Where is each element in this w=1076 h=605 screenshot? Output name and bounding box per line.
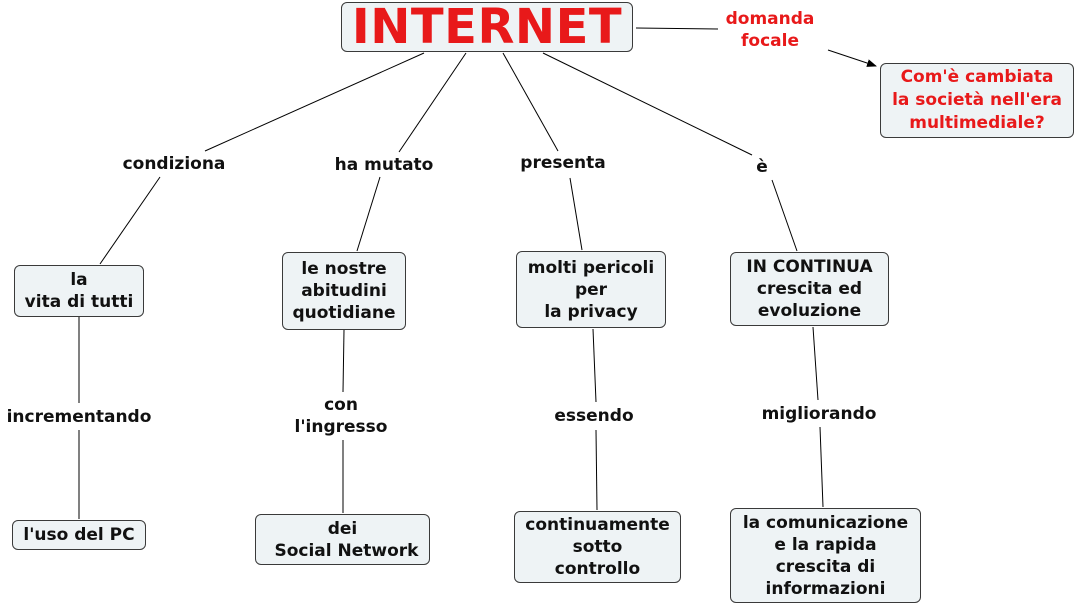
concept-vita-line: la (70, 270, 88, 290)
concept-abitudini-line: quotidiane (292, 303, 396, 323)
concept-focus-question-line: la società nell'era (892, 90, 1062, 110)
concept-abitudini-line: abitudini (301, 281, 387, 301)
connector-pericoli-essendo (592, 328, 597, 403)
connector-migliorando-comunicazione (819, 426, 824, 508)
concept-controllo-line: sotto (572, 537, 623, 557)
linking-phrase-essendo: essendo (539, 405, 649, 427)
concept-pericoli-line: per (574, 279, 608, 300)
concept-vita-di-tutti: la vita di tutti (14, 265, 144, 317)
connector-crescita-migliorando (812, 326, 819, 401)
concept-focus-question: Com'è cambiata la società nell'era multi… (880, 63, 1074, 138)
connector-ha-mutato-abitudini (356, 176, 381, 252)
concept-abitudini-line: le nostre (301, 259, 387, 279)
concept-focus-question-line: Com'è cambiata (900, 67, 1054, 87)
linking-phrase-line: focale (741, 31, 799, 51)
connector-internet-presenta (502, 52, 559, 152)
concept-vita-line: vita di tutti (24, 292, 134, 312)
connector-abitudini-con (342, 329, 345, 393)
connector-presenta-pericoli (569, 177, 583, 251)
concept-controllo-line: continuamente (525, 515, 670, 535)
concept-comunicazione: la comunicazione e la rapida crescita di… (730, 508, 921, 603)
linking-phrase-e: è (742, 156, 782, 178)
connector-internet-ha-mutato (398, 52, 467, 153)
concept-abitudini: le nostre abitudini quotidiane (282, 252, 406, 330)
connector-internet-domanda-focale (635, 27, 719, 30)
concept-social-line: dei (327, 518, 358, 539)
linking-phrase-con-ingresso: con l'ingresso (281, 394, 401, 438)
concept-sotto-controllo: continuamente sotto controllo (514, 511, 681, 583)
linking-phrase-line: con (324, 395, 358, 415)
linking-phrase-migliorando: migliorando (749, 403, 889, 425)
concept-pericoli-line: molti pericoli (527, 257, 655, 278)
linking-phrase-condiziona: condiziona (104, 153, 244, 175)
concept-social-network: dei Social Network (255, 514, 430, 565)
linking-phrase-presenta: presenta (503, 152, 623, 174)
concept-uso-pc: l'uso del PC (12, 520, 146, 550)
concept-comunicazione-line: crescita di (775, 556, 876, 577)
linking-phrase-domanda-focale: domanda focale (710, 8, 830, 52)
concept-pc-line: l'uso del PC (23, 525, 135, 545)
connector-e-crescita (771, 179, 798, 252)
linking-phrase-line: l'ingresso (294, 417, 388, 437)
concept-pericoli-line: la privacy (544, 301, 638, 322)
concept-focus-question-line: multimediale? (909, 113, 1045, 133)
linking-phrase-ha-mutato: ha mutato (319, 154, 449, 176)
concept-crescita-line: crescita ed (756, 279, 863, 299)
concept-crescita-line: evoluzione (757, 301, 862, 321)
concept-comunicazione-line: informazioni (765, 578, 886, 599)
concept-comunicazione-line: e la rapida (774, 534, 877, 555)
concept-internet: INTERNET (341, 2, 633, 52)
linking-phrase-line: condiziona (122, 154, 226, 174)
concept-controllo-line: controllo (554, 559, 641, 579)
concept-crescita-evoluzione: IN CONTINUA crescita ed evoluzione (730, 252, 889, 326)
concept-social-line: Social Network (274, 540, 419, 561)
concept-crescita-line: IN CONTINUA (746, 257, 873, 277)
linking-phrase-line: domanda (725, 9, 815, 29)
linking-phrase-line: incrementando (6, 407, 152, 427)
linking-phrase-line: migliorando (761, 404, 877, 424)
connector-internet-e (542, 52, 753, 156)
connector-internet-condiziona (204, 52, 425, 152)
connector-essendo-controllo (595, 429, 598, 511)
linking-phrase-line: ha mutato (334, 155, 434, 175)
concept-internet-label: INTERNET (351, 0, 623, 55)
linking-phrase-line: essendo (554, 406, 634, 426)
linking-phrase-line: è (756, 157, 768, 177)
connector-domanda-focale-question-arrow (827, 49, 877, 67)
linking-phrase-line: presenta (520, 153, 606, 173)
concept-pericoli-privacy: molti pericoli per la privacy (516, 251, 666, 328)
concept-comunicazione-line: la comunicazione (742, 512, 909, 533)
linking-phrase-incrementando: incrementando (0, 406, 158, 428)
connector-condiziona-vita (99, 176, 161, 265)
